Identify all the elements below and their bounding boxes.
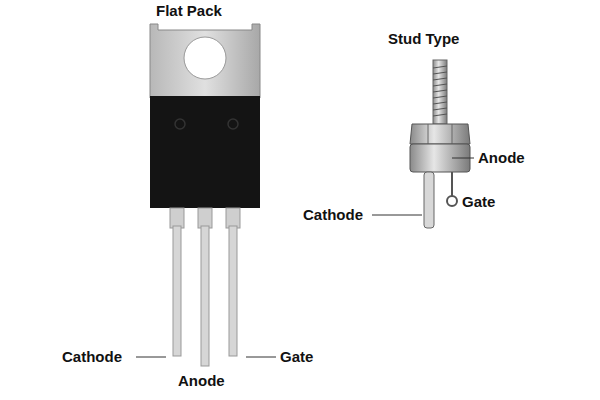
leader-line <box>372 215 422 216</box>
leader-line <box>246 357 276 358</box>
leader-line <box>136 357 166 358</box>
flat-pack-package <box>150 24 260 366</box>
pin-label: Anode <box>478 150 525 167</box>
package-title: Flat Pack <box>156 3 222 20</box>
pin-label: Anode <box>178 373 225 390</box>
pin-label: Cathode <box>62 349 122 366</box>
stud-type-package <box>410 60 470 228</box>
pin-label: Cathode <box>303 207 363 224</box>
pin-label: Gate <box>462 194 495 211</box>
package-title: Stud Type <box>388 31 459 48</box>
leader-line <box>452 158 474 159</box>
pin-label: Gate <box>280 349 313 366</box>
